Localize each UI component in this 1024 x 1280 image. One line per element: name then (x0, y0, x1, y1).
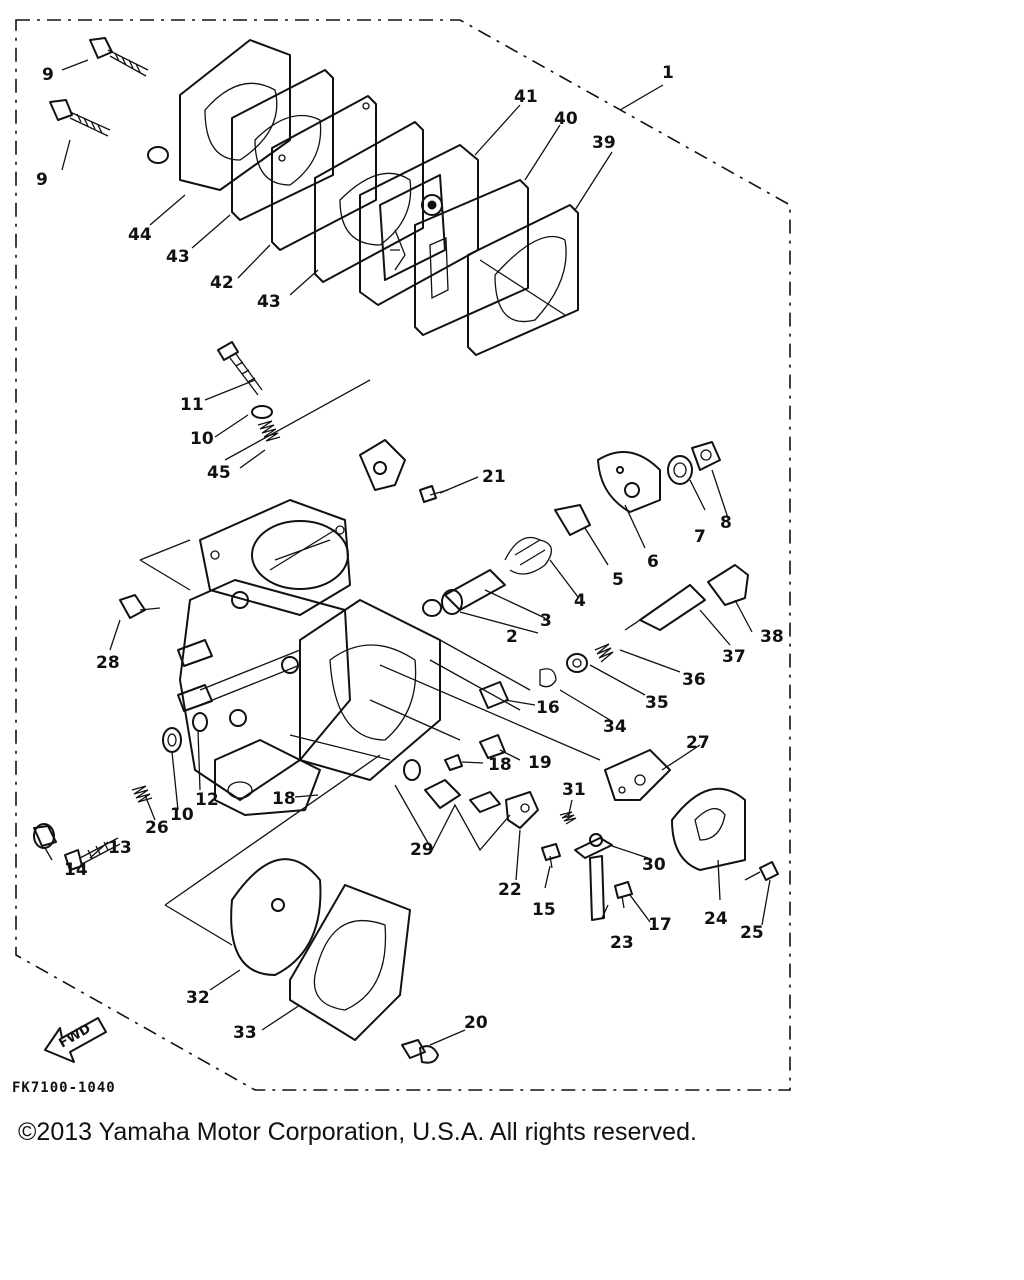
throttle-linkage (359, 439, 721, 617)
callout-41: 41 (514, 87, 538, 107)
small-parts (289, 564, 779, 921)
callout-9: 9 (42, 65, 54, 85)
callout-42: 42 (210, 273, 234, 293)
callout-4: 4 (574, 591, 586, 611)
callout-18b: 18 (272, 789, 296, 809)
callout-44: 44 (128, 225, 152, 245)
callout-8: 8 (720, 513, 732, 533)
callout-21: 21 (482, 467, 506, 487)
callout-35: 35 (645, 693, 669, 713)
callout-43: 43 (166, 247, 190, 267)
callout-labels: 1 2 3 4 5 6 7 8 9 9 10 10 11 12 13 14 15… (36, 63, 784, 1043)
callout-7: 7 (694, 527, 706, 547)
drawing-code: FK7100-1040 (12, 1080, 116, 1096)
callout-26: 26 (145, 818, 169, 838)
carburetor-body (119, 379, 441, 816)
callout-31: 31 (562, 780, 586, 800)
callout-30: 30 (642, 855, 666, 875)
callout-13: 13 (108, 838, 132, 858)
callout-19: 19 (528, 753, 552, 773)
callout-45: 45 (207, 463, 231, 483)
callout-24: 24 (704, 909, 728, 929)
callout-33: 33 (233, 1023, 257, 1043)
assembly-frame (15, 19, 791, 1091)
fwd-arrow-icon: FWD (44, 1017, 107, 1063)
callout-14: 14 (64, 860, 88, 880)
leader-lines (44, 59, 771, 1046)
callout-10b: 10 (170, 805, 194, 825)
callout-1: 1 (662, 63, 674, 83)
callout-18: 18 (488, 755, 512, 775)
callout-43b: 43 (257, 292, 281, 312)
callout-20: 20 (464, 1013, 488, 1033)
copyright-notice: ©2013 Yamaha Motor Corporation, U.S.A. A… (18, 1118, 697, 1146)
fwd-label: FWD (57, 1021, 94, 1051)
callout-6: 6 (647, 552, 659, 572)
callout-34: 34 (603, 717, 627, 737)
callout-27: 27 (686, 733, 710, 753)
callout-5: 5 (612, 570, 624, 590)
callout-17: 17 (648, 915, 672, 935)
callout-10: 10 (190, 429, 214, 449)
callout-22: 22 (498, 880, 522, 900)
callout-29: 29 (410, 840, 434, 860)
callout-39: 39 (592, 133, 616, 153)
callout-32: 32 (186, 988, 210, 1008)
callout-3: 3 (540, 611, 552, 631)
callout-37: 37 (722, 647, 746, 667)
callout-36: 36 (682, 670, 706, 690)
callout-16: 16 (536, 698, 560, 718)
pilot-screw-set (217, 341, 281, 442)
callout-23: 23 (610, 933, 634, 953)
callout-12: 12 (195, 790, 219, 810)
callout-40: 40 (554, 109, 578, 129)
callout-28: 28 (96, 653, 120, 673)
callout-38: 38 (760, 627, 784, 647)
callout-25: 25 (740, 923, 764, 943)
callout-2: 2 (506, 627, 518, 647)
diaphragm-cover (164, 754, 439, 1064)
callout-15: 15 (532, 900, 556, 920)
callout-11: 11 (180, 395, 204, 415)
pump-cover-stack (49, 37, 579, 356)
callout-9b: 9 (36, 170, 48, 190)
